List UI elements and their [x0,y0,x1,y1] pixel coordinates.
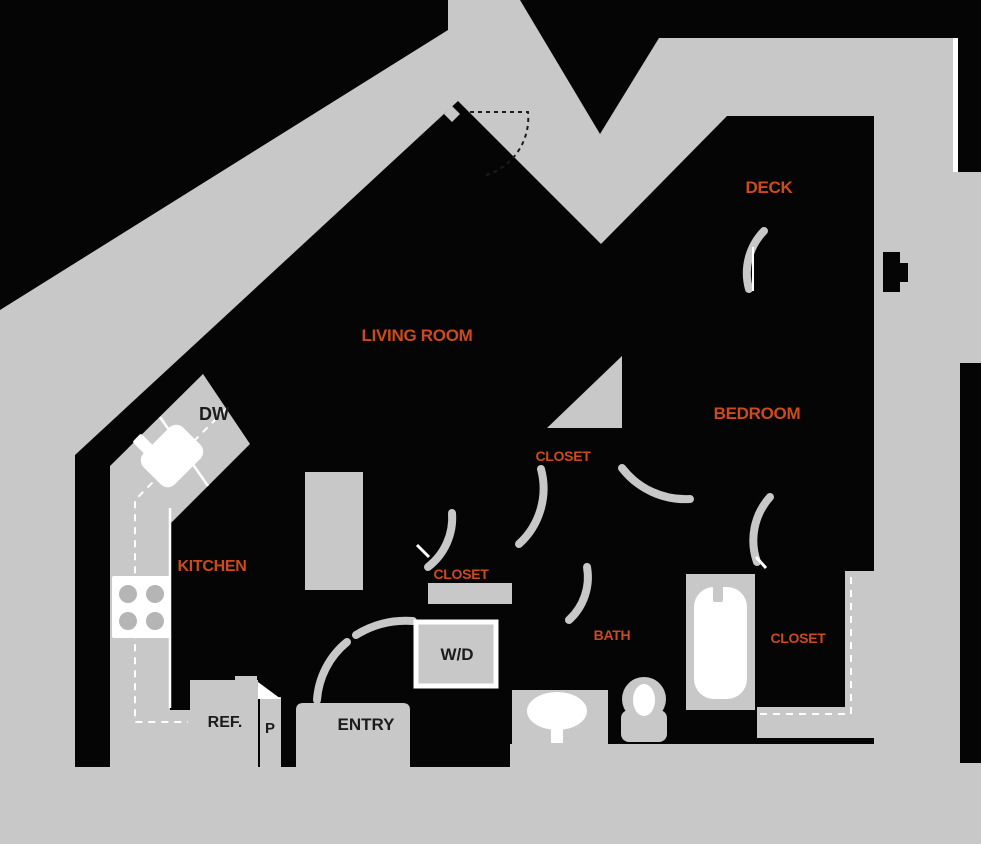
hall-door-tick [415,543,431,559]
bath-label: BATH [594,627,631,643]
hall-closet-shelf [428,583,512,604]
vanity-sink [527,692,587,730]
burner [146,585,164,603]
entry-label: ENTRY [338,715,396,734]
washer-dryer-label: W/D [440,645,473,664]
burner [119,612,137,630]
refrigerator [190,680,258,767]
building-mass-right-edge [960,363,981,763]
entry-door-arc-left [313,638,351,704]
stove [112,576,170,638]
bath-door-arc [565,563,592,624]
entry-door-arc-right [352,616,417,639]
bedroom-door-arc [618,464,694,504]
bedroom-closet-door-arc [749,493,774,566]
entry-landing [296,703,410,844]
building-mass-top-right [520,0,981,172]
deck-railing-marker [883,252,908,292]
toilet [621,677,667,742]
washer-dryer [413,619,499,689]
deck-door-arc [742,227,768,293]
kitchen-door-tick [204,369,220,385]
upper-closet-door-arc [515,465,548,548]
closet-shelf-dashed-line [760,577,852,715]
pantry [260,697,281,767]
unit-footprint [75,101,874,767]
cabinet-tab [235,676,257,683]
hall-door-arc [424,509,457,571]
apex-door-swing-arc [470,111,530,177]
bedroom-closet-label: CLOSET [771,630,827,646]
vanity-faucet [551,721,563,743]
pantry-label: P [265,720,275,737]
pantry-door-fold [258,682,281,699]
tub-faucet [713,580,723,602]
bedroom-label: BEDROOM [714,404,801,423]
bath-vanity [512,690,608,744]
bedroom-closet-shelf [757,571,874,738]
upper-closet-label: CLOSET [536,448,592,464]
dishwasher-label: DW [199,404,229,424]
kitchen-sink [133,424,204,488]
kitchen-label: KITCHEN [177,558,246,575]
burner [119,585,137,603]
sink-faucet [133,434,155,456]
refrigerator-label: REF. [208,714,243,731]
kitchen-counter [110,374,250,767]
apex-door-notch [444,106,460,122]
right-edge-highlight [953,38,958,172]
deck-label: DECK [746,178,794,197]
hall-closet-label: CLOSET [434,566,490,582]
bedroom-closet-door-tick [754,555,768,570]
building-mass-top-left [0,0,448,310]
burner [146,612,164,630]
bathtub [686,574,755,710]
upper-closet-floor [547,356,622,428]
living-room-label: LIVING ROOM [362,326,473,345]
kitchen-island [305,472,363,590]
toilet-bowl [633,684,655,716]
